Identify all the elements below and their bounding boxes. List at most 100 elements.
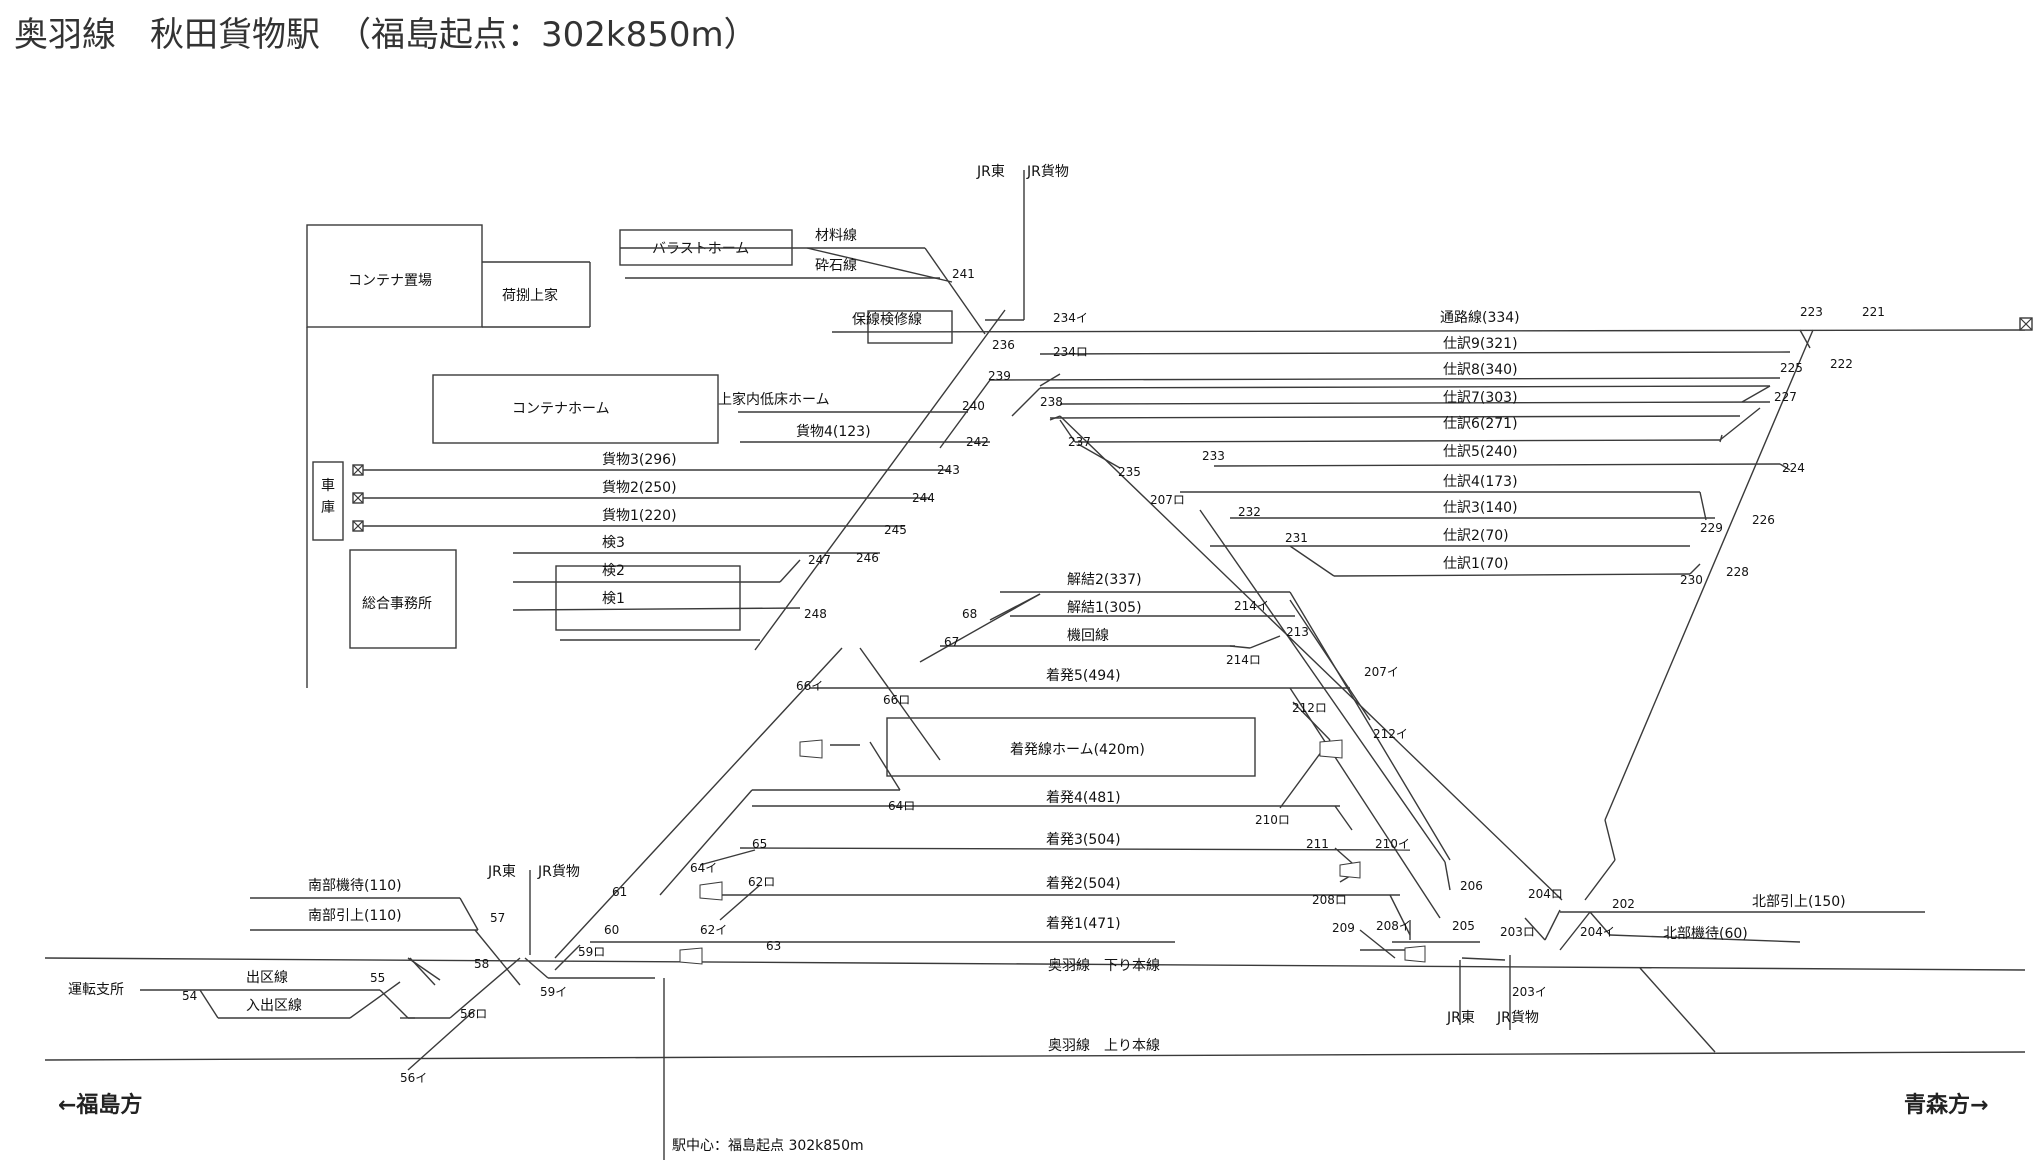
switch-label: 203イ — [1512, 985, 1547, 999]
switch-label: 61 — [612, 885, 627, 899]
switch-label: 247 — [808, 553, 831, 567]
page-title: 奥羽線 秋田貨物駅 （福島起点：302k850m） — [14, 15, 758, 55]
signal-symbols — [679, 739, 1426, 965]
maintenance-track-box — [867, 310, 953, 344]
switch-label: 58 — [474, 957, 489, 971]
cargo1-label: 貨物1(220) — [602, 507, 677, 524]
station-center-label: 駅中心：福島起点 302k850m — [672, 1138, 864, 1154]
switch-label: 66ロ — [883, 693, 910, 707]
switch-label: 246 — [856, 551, 879, 565]
switch-label: 67 — [944, 635, 959, 649]
container-yard-box — [306, 224, 483, 328]
switch-label: 208ロ — [1312, 893, 1347, 907]
cargo3-label: 貨物3(296) — [602, 451, 677, 468]
low-platform-label: 上家内低床ホーム — [718, 391, 830, 408]
switch-label: 54 — [182, 989, 197, 1003]
office-label: 総合事務所 — [362, 596, 432, 612]
switch-label: 244 — [912, 491, 935, 505]
sort6-label: 仕訳6(271) — [1443, 416, 1518, 432]
north-pull-label: 北部引上(150) — [1752, 894, 1846, 910]
boundary-labels: JR東 JR貨物 JR東 JR貨物 JR東 JR貨物 — [487, 163, 1539, 1026]
top-boundary-jre: JR東 — [976, 164, 1005, 180]
arrdep3-label: 着発3(504) — [1046, 832, 1121, 848]
switch-label: 68 — [962, 607, 977, 621]
switch-label: 243 — [937, 463, 960, 477]
direction-fukushima: ←福島方 — [58, 1092, 142, 1118]
maintenance-track-label: 保線検修線 — [852, 312, 922, 328]
ballast-platform-label: バラストホーム — [652, 241, 749, 257]
switch-label: 212ロ — [1292, 701, 1327, 715]
arrdep2-label: 着発2(504) — [1046, 876, 1121, 892]
switch-label: 204イ — [1580, 925, 1615, 939]
switch-label: 229 — [1700, 521, 1723, 535]
main-up-label: 奥羽線 上り本線 — [1048, 1037, 1160, 1054]
inspect3-label: 検3 — [602, 535, 625, 551]
inspect1-label: 検1 — [602, 591, 625, 607]
switch-label: 63 — [766, 939, 781, 953]
arrdep4-label: 着発4(481) — [1046, 790, 1121, 806]
switch-label: 235 — [1118, 465, 1141, 479]
sort1-label: 仕訳1(70) — [1443, 556, 1509, 572]
switch-label: 234イ — [1053, 311, 1088, 325]
switch-label: 59イ — [540, 985, 567, 999]
sort5-label: 仕訳5(240) — [1443, 444, 1518, 460]
switch-label: 224 — [1782, 461, 1805, 475]
depot-box — [312, 461, 344, 541]
depot-label-2: 庫 — [321, 499, 335, 516]
switch-label: 213 — [1286, 625, 1309, 639]
crushed-stone-track-label: 砕石線 — [815, 258, 857, 274]
left-boundary-jre: JR東 — [487, 864, 516, 880]
sort9-label: 仕訳9(321) — [1443, 336, 1518, 352]
switch-label: 205 — [1452, 919, 1475, 933]
switch-label: 245 — [884, 523, 907, 537]
material-track-label: 材料線 — [815, 228, 857, 244]
switch-label: 248 — [804, 607, 827, 621]
main-down-label: 奥羽線 下り本線 — [1048, 957, 1160, 974]
switch-label: 234ロ — [1053, 345, 1088, 359]
switch-label: 236 — [992, 338, 1015, 352]
switch-label: 242 — [966, 435, 989, 449]
container-platform-label: コンテナホーム — [512, 401, 610, 417]
office-box — [349, 549, 457, 649]
switch-label: 239 — [988, 369, 1011, 383]
inspection-shed-box — [555, 565, 741, 631]
switch-label: 66イ — [796, 679, 823, 693]
switch-label: 211 — [1306, 837, 1329, 851]
switch-label: 202 — [1612, 897, 1635, 911]
depot-branch-label: 運転支所 — [68, 982, 124, 998]
switch-label: 212イ — [1373, 727, 1408, 741]
top-boundary-jrf: JR貨物 — [1026, 163, 1069, 180]
switch-label: 221 — [1862, 305, 1885, 319]
sort7-label: 仕訳7(303) — [1443, 390, 1518, 406]
depot-label-1: 車 — [321, 477, 335, 494]
switch-label: 207ロ — [1150, 493, 1185, 507]
arrival-platform-label: 着発線ホーム(420m) — [1010, 742, 1145, 758]
uncouple1-label: 解結1(305) — [1067, 600, 1142, 616]
sort3-label: 仕訳3(140) — [1443, 500, 1518, 516]
switch-label: 59ロ — [578, 945, 605, 959]
container-platform-box — [432, 374, 719, 444]
switch-label: 204ロ — [1528, 887, 1563, 901]
exit-line-label: 出区線 — [246, 970, 288, 986]
arrdep5-label: 着発5(494) — [1046, 668, 1121, 684]
sort4-label: 仕訳4(173) — [1443, 474, 1518, 490]
uncouple2-label: 解結2(337) — [1067, 572, 1142, 588]
switch-label: 232 — [1238, 505, 1261, 519]
facilities: コンテナ置場 荷捌上家 バラストホーム 保線検修線 コンテナホーム 上家内低床ホ… — [306, 224, 1256, 777]
switch-label: 207イ — [1364, 665, 1399, 679]
switch-label: 206 — [1460, 879, 1483, 893]
sort8-label: 仕訳8(340) — [1443, 362, 1518, 378]
switch-label: 233 — [1202, 449, 1225, 463]
switch-label: 62イ — [700, 923, 727, 937]
cargo-shed-label: 荷捌上家 — [502, 287, 558, 304]
arrival-platform-box — [886, 717, 1256, 777]
switch-label: 238 — [1040, 395, 1063, 409]
switch-label: 208イ — [1376, 919, 1411, 933]
switch-label: 214イ — [1234, 599, 1269, 613]
south-pull-label: 南部引上(110) — [308, 908, 402, 924]
container-yard-label: コンテナ置場 — [348, 273, 432, 289]
north-wait-label: 北部機待(60) — [1663, 926, 1748, 942]
switch-label: 209 — [1332, 921, 1355, 935]
buffer-stops — [352, 317, 2033, 532]
